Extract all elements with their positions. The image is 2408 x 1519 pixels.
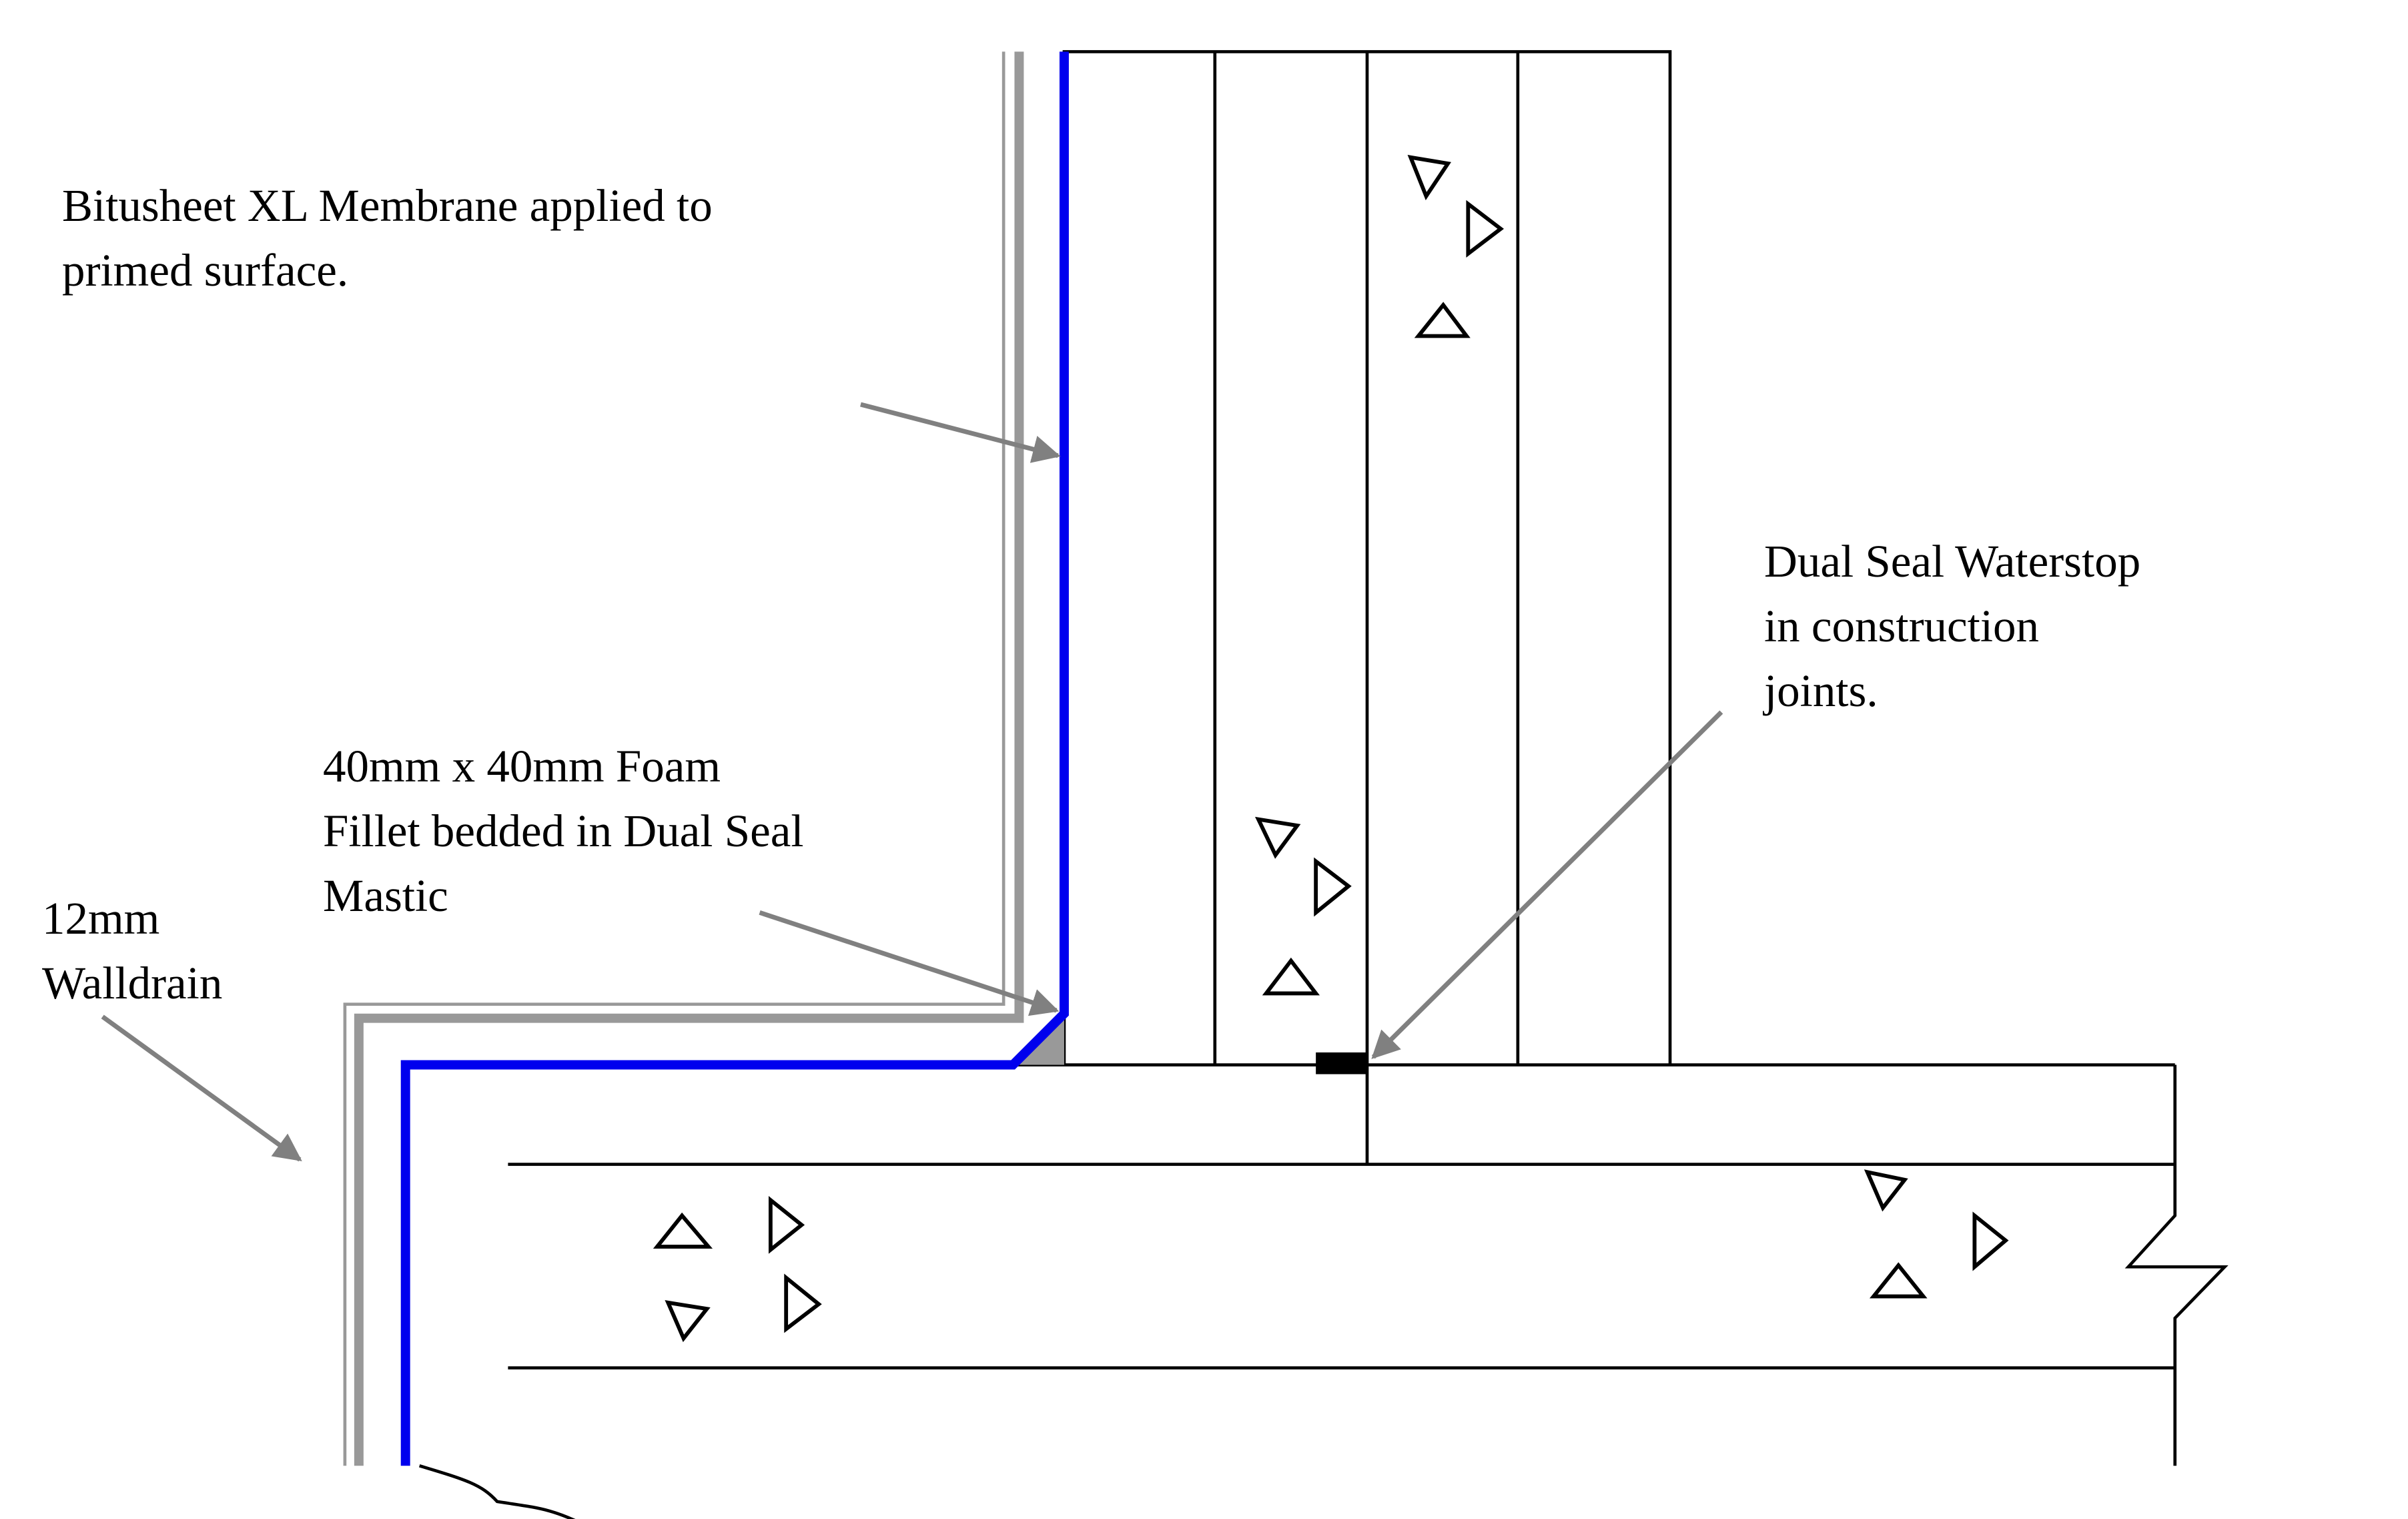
waterstop-label: Dual Seal Waterstop in construction join… [1764, 529, 2140, 723]
aggregate-triangle [1414, 302, 1471, 338]
fillet-label-line-3: Mastic [323, 870, 448, 921]
slab-outline [418, 1063, 2229, 1519]
fillet-label-line-1: 40mm x 40mm Foam [323, 741, 721, 792]
fillet-label-line-2: Fillet bedded in Dual Seal [323, 806, 804, 856]
fillet-label: 40mm x 40mm Foam Fillet bedded in Dual S… [323, 734, 804, 928]
aggregate-triangle [784, 1273, 822, 1333]
aggregate-triangle [665, 1300, 711, 1342]
wall-outline [1062, 50, 1672, 1165]
walldrain-label-line-1: 12mm [42, 893, 160, 944]
waterstop-label-line-2: in construction [1764, 601, 2040, 651]
waterstop-label-line-3: joints. [1764, 665, 1878, 716]
aggregate-triangle [1314, 857, 1352, 917]
aggregate-triangle [768, 1196, 805, 1254]
membrane-line [400, 51, 1069, 1466]
aggregate-triangle [1972, 1211, 2009, 1271]
waterstop-block [1316, 1052, 1367, 1075]
aggregate-triangle [1864, 1169, 1908, 1212]
walldrain-layer [343, 51, 1024, 1466]
waterstop-label-line-1: Dual Seal Waterstop [1764, 536, 2141, 587]
walldrain-outer-line [343, 51, 1006, 1466]
membrane-label-line-2: primed surface. [62, 245, 349, 296]
fillet-leader-arrow [759, 910, 1060, 1016]
walldrain-label: 12mm Walldrain [42, 886, 222, 1016]
aggregate-triangle [1254, 816, 1301, 859]
waterstop-leader-arrow [1371, 710, 1723, 1059]
walldrain-leader-arrow [101, 1014, 302, 1162]
ground-break-line [418, 1464, 576, 1519]
leader-arrows [101, 402, 1723, 1162]
walldrain-label-line-2: Walldrain [42, 958, 223, 1008]
membrane-leader-arrow [860, 402, 1061, 463]
slab-break-line [2124, 1065, 2229, 1466]
aggregate-triangle [1869, 1262, 1928, 1299]
aggregate-triangle [653, 1212, 713, 1249]
concrete-aggregate [653, 155, 2009, 1342]
aggregate-triangle [1466, 200, 1505, 258]
aggregate-triangle [1407, 155, 1451, 201]
membrane-label: Bitusheet XL Membrane applied to primed … [62, 174, 713, 303]
membrane-label-line-1: Bitusheet XL Membrane applied to [62, 180, 713, 231]
walldrain-inner-line [354, 51, 1024, 1466]
aggregate-triangle [1262, 957, 1320, 996]
